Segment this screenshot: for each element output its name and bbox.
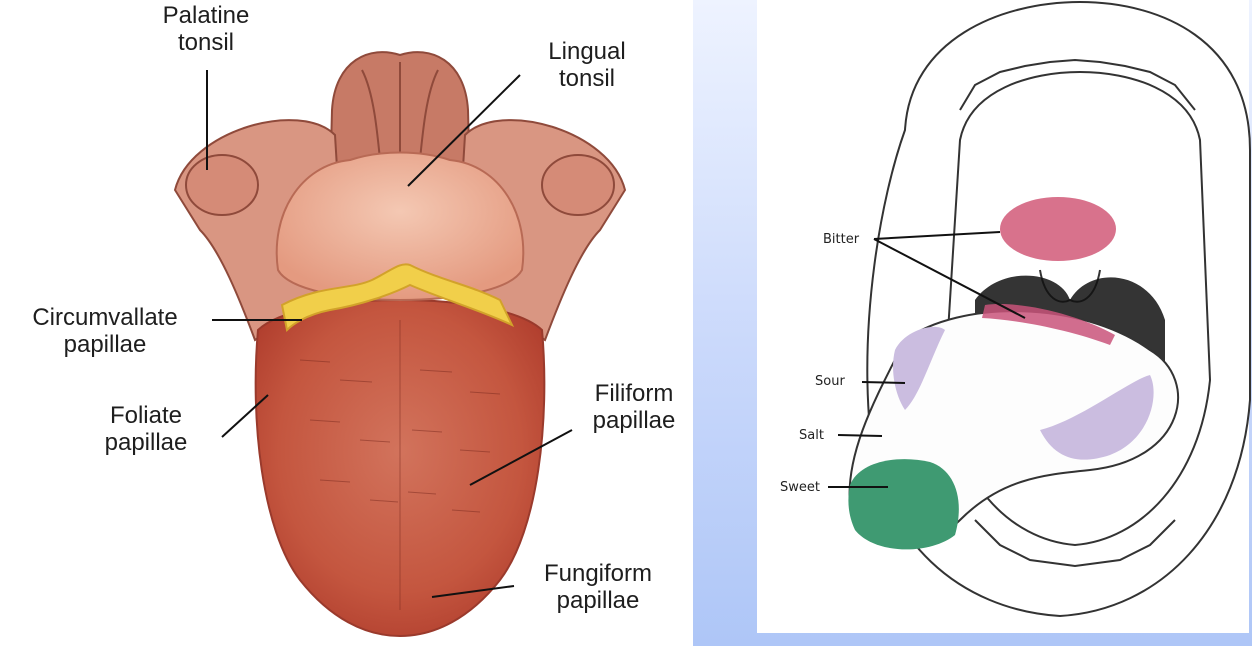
- salt-label: Salt: [799, 428, 824, 443]
- filiform-line2: papillae: [592, 407, 676, 434]
- foliate-line2: papillae: [104, 429, 188, 456]
- circumvallate-papillae-label: Circumvallate papillae: [0, 304, 210, 358]
- bitter-zone-tongue: [982, 304, 1115, 345]
- filiform-papillae-label: Filiform papillae: [572, 380, 696, 434]
- bitter-label: Bitter: [823, 232, 860, 247]
- right-palatine-tonsil: [541, 154, 615, 216]
- sour-zone-left: [893, 326, 945, 410]
- circumvallate-line1: Circumvallate: [32, 304, 178, 331]
- inner-mouth: [943, 70, 1212, 547]
- circumvallate-band: [280, 263, 515, 333]
- left-palatine-tonsil: [185, 154, 259, 216]
- fungiform-papillae-label: Fungiform papillae: [512, 560, 684, 614]
- filiform-line1: Filiform: [594, 380, 674, 407]
- lips-outline: [866, 0, 1251, 618]
- lingual-line2: tonsil: [558, 65, 616, 92]
- palatine-line2: tonsil: [177, 29, 235, 56]
- sweet-label: Sweet: [780, 480, 820, 495]
- palatine-line1: Palatine: [162, 2, 250, 29]
- upper-teeth: [959, 58, 1196, 111]
- sour-zone-right: [1040, 375, 1154, 460]
- bitter-zone-palate: [1000, 197, 1116, 261]
- sour-label: Sour: [815, 374, 845, 389]
- fungiform-line2: papillae: [556, 587, 640, 614]
- sweet-zone: [848, 459, 959, 550]
- foliate-papillae-label: Foliate papillae: [80, 402, 212, 456]
- circumvallate-line2: papillae: [63, 331, 147, 358]
- lingual-tonsil: [275, 151, 525, 301]
- lingual-tonsil-label: Lingual tonsil: [531, 38, 643, 92]
- fungiform-line1: Fungiform: [543, 560, 653, 587]
- foliate-line1: Foliate: [109, 402, 183, 429]
- palatine-tonsil-label: Palatine tonsil: [140, 2, 272, 56]
- lingual-line1: Lingual: [548, 38, 626, 65]
- lower-teeth: [974, 519, 1176, 568]
